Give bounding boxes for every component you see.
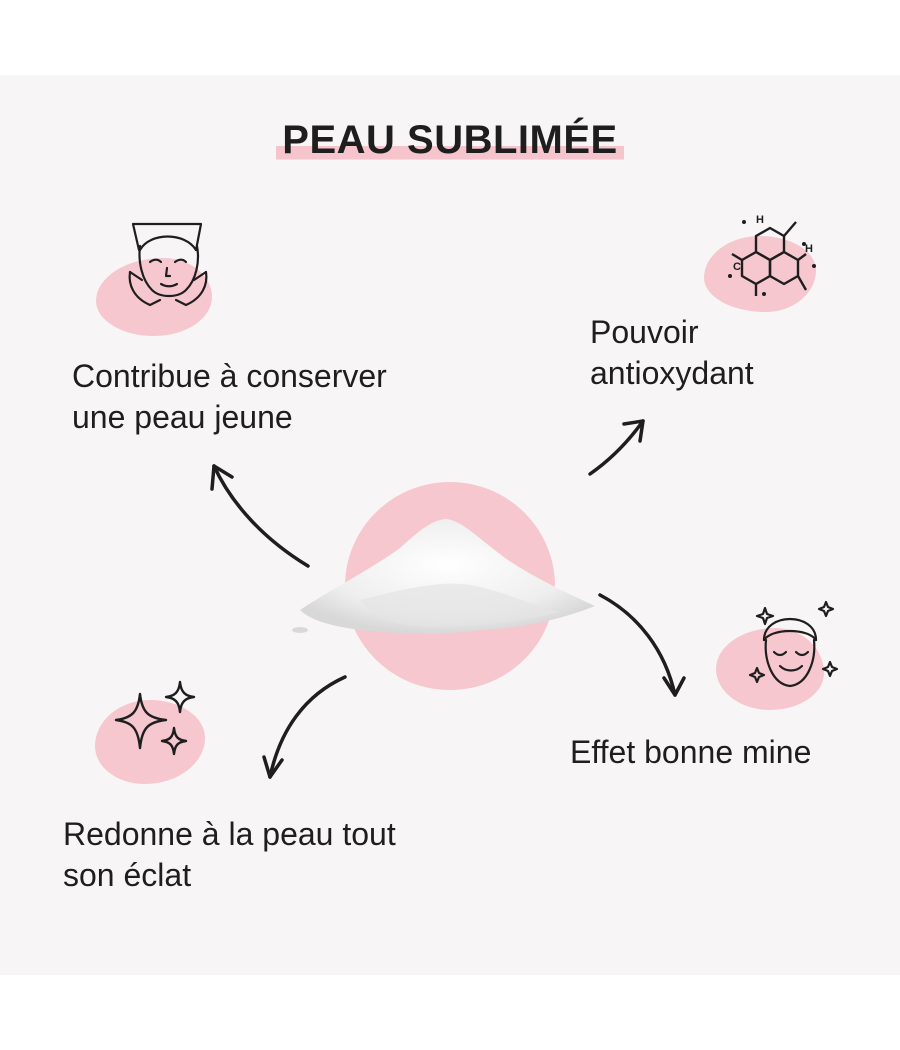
arrow-to-healthy-glow bbox=[598, 593, 686, 697]
benefit-young-skin-label: Contribue à conserver une peau jeune bbox=[72, 358, 387, 435]
title-block: PEAU SUBLIMÉE bbox=[0, 118, 900, 163]
benefit-healthy-glow-label: Effet bonne mine bbox=[570, 734, 812, 770]
pink-blob-young-skin bbox=[96, 258, 212, 336]
molecule-letter-c: C bbox=[733, 261, 741, 273]
sparkles-icon bbox=[114, 680, 196, 756]
molecule-letter-h1: H bbox=[756, 214, 764, 226]
page-title: PEAU SUBLIMÉE bbox=[276, 118, 624, 163]
arrow-to-radiance bbox=[262, 675, 347, 779]
powder-pile-image bbox=[292, 519, 595, 634]
benefit-radiance-label: Redonne à la peau tout son éclat bbox=[63, 816, 396, 893]
glowing-face-icon bbox=[748, 600, 839, 688]
face-towel-hands-icon bbox=[128, 222, 208, 307]
arrow-to-young-skin bbox=[210, 464, 310, 568]
molecule-icon bbox=[731, 221, 808, 296]
benefit-antioxidant-label: Pouvoir antioxydant bbox=[590, 314, 754, 391]
molecule-letter-h2: H bbox=[805, 243, 813, 255]
arrow-to-antioxidant bbox=[588, 419, 645, 476]
